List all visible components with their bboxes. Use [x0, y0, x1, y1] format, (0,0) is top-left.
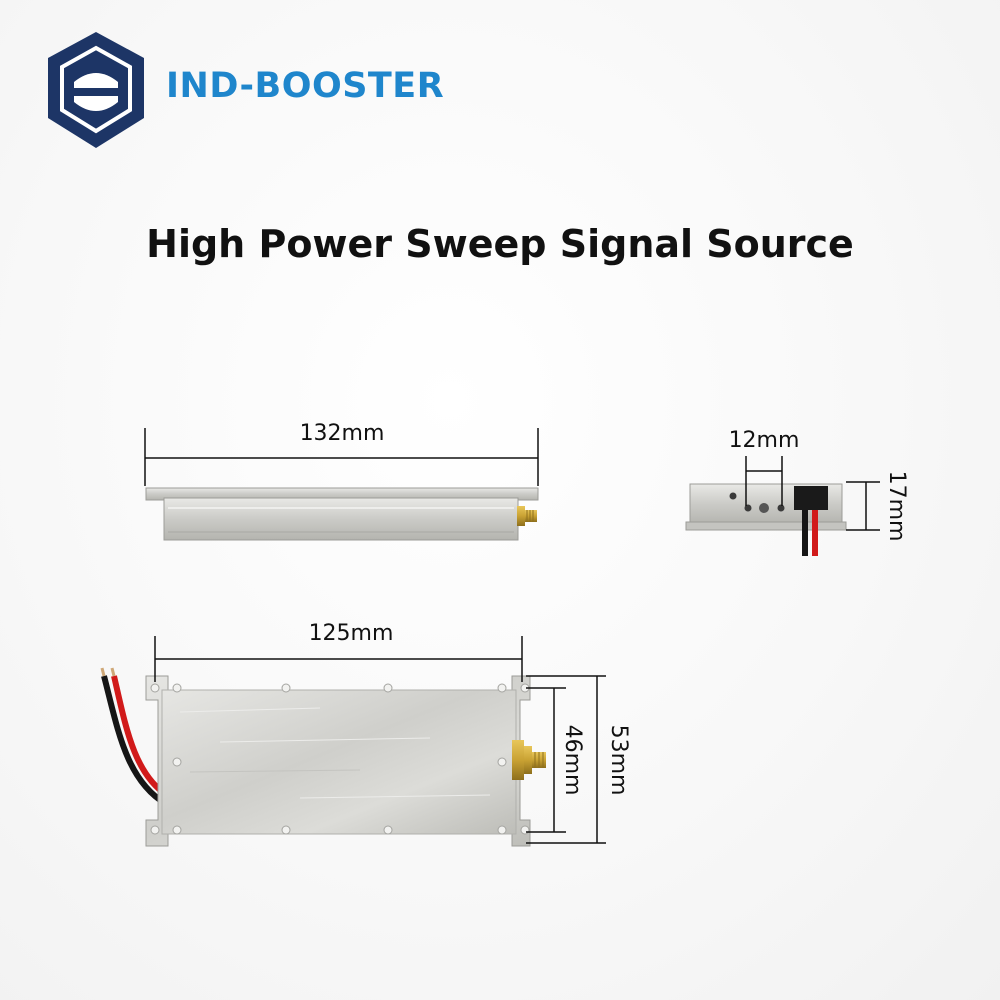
- brand-name: IND-BOOSTER: [166, 66, 445, 106]
- screw: [172, 825, 182, 835]
- end-view-hole: [759, 503, 769, 513]
- screw: [150, 683, 160, 693]
- sma-connector-side: [517, 506, 537, 526]
- end-view-cable-port: [794, 486, 828, 510]
- screw: [497, 825, 507, 835]
- end-view-hole: [777, 504, 785, 512]
- end-view-hole: [729, 492, 737, 500]
- dim-end-height: 17mm: [884, 471, 909, 542]
- screw: [497, 757, 507, 767]
- top-view-screws: [150, 683, 530, 835]
- screw: [281, 683, 291, 693]
- screw: [172, 683, 182, 693]
- end-view: 12mm 17mm: [685, 428, 909, 556]
- side-view: 132mm: [144, 421, 539, 541]
- dim-top-width-outer: 53mm: [606, 725, 631, 796]
- screw: [281, 825, 291, 835]
- brand-logo: [44, 30, 148, 150]
- dim-top-width-inner: 46mm: [560, 725, 585, 796]
- dim-top-length: 125mm: [309, 621, 394, 646]
- screw: [150, 825, 160, 835]
- screw: [172, 757, 182, 767]
- screw: [383, 825, 393, 835]
- screw: [383, 683, 393, 693]
- end-view-hole: [744, 504, 752, 512]
- top-view: 125mm 46mm 53mm: [100, 621, 631, 847]
- sma-connector-top: [512, 740, 546, 780]
- hexagon-shield-logo-icon: [48, 32, 144, 148]
- screw: [520, 825, 530, 835]
- top-view-black-wire: [101, 675, 168, 807]
- dim-end-spacing: 12mm: [729, 428, 800, 453]
- page-title: High Power Sweep Signal Source: [146, 222, 854, 266]
- screw: [497, 683, 507, 693]
- dim-side-length: 132mm: [300, 421, 385, 446]
- side-view-body: [163, 497, 519, 541]
